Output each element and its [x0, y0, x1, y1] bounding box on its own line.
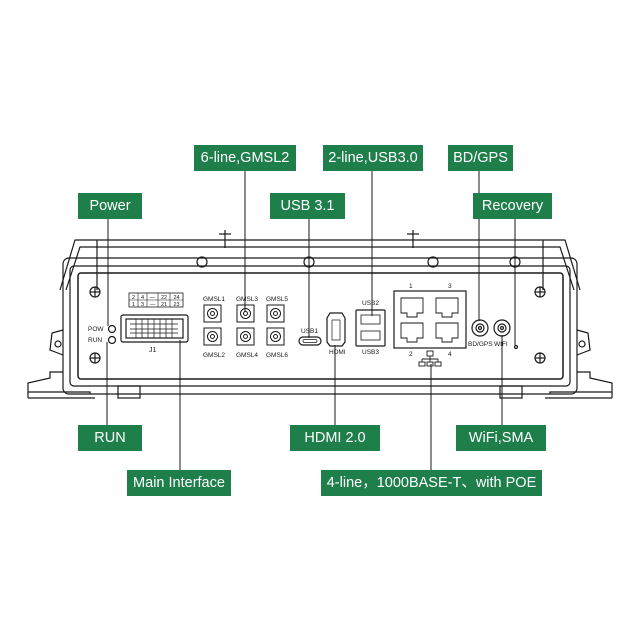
gmsl4-label: GMSL4 [236, 352, 258, 359]
callout-main-interface: Main Interface [127, 470, 231, 496]
hdmi-port [326, 312, 346, 347]
callout-bdgps: BD/GPS [448, 145, 513, 171]
callout-hdmi: HDMI 2.0 [290, 425, 380, 451]
eth-port-3-label: 3 [448, 283, 452, 290]
leader-lines [106, 166, 516, 470]
recovery-hole [513, 344, 519, 350]
callout-usb31: USB 3.1 [270, 193, 345, 219]
gmsl6-label: GMSL6 [266, 352, 288, 359]
eth-port-4-label: 4 [448, 351, 452, 358]
gmsl2-label: GMSL2 [203, 352, 225, 359]
usb1-label: USB1 [301, 328, 318, 335]
eth-port-1-label: 1 [409, 283, 413, 290]
callout-recovery: Recovery [473, 193, 552, 219]
pow-label: POW [88, 326, 104, 333]
pin-cell: 2 [132, 295, 135, 301]
bdgps-label: BD/GPS [468, 341, 493, 348]
callout-ethernet: 4-line，1000BASE-T、with POE [321, 470, 542, 496]
bdgps-sma-connector [471, 319, 489, 337]
chassis-outer [62, 257, 578, 395]
foot-left [27, 371, 91, 394]
pin-cell: 1 [132, 302, 135, 308]
gmsl1-label: GMSL1 [203, 296, 225, 303]
eth-port-2-label: 2 [409, 351, 413, 358]
wifi-sma-connector [493, 319, 511, 337]
pin-cell: 24 [173, 295, 179, 301]
ethernet-block [393, 290, 467, 349]
front-panel [77, 272, 564, 380]
run-led [107, 335, 117, 345]
callout-gmsl: 6-line,GMSL2 [194, 145, 296, 171]
wifi-label: WIFI [494, 341, 508, 348]
run-label: RUN [88, 337, 102, 344]
main-connector-j1 [120, 314, 189, 343]
pin-cell: 4 [141, 295, 144, 301]
callout-usb30: 2-line,USB3.0 [323, 145, 423, 171]
panel-screws [89, 286, 546, 364]
pow-led [107, 324, 117, 334]
usb2-label: USB2 [362, 300, 379, 307]
usb3-label: USB3 [362, 349, 379, 356]
gmsl-connectors [203, 304, 285, 346]
pin-cell: 21 [161, 302, 167, 308]
gmsl3-label: GMSL3 [236, 296, 258, 303]
j1-label: J1 [149, 347, 157, 354]
callout-run: RUN [78, 425, 142, 451]
gmsl5-label: GMSL5 [266, 296, 288, 303]
pin-table-labels: 2 4 — 22 24 1 3 — 21 23 [132, 295, 180, 308]
pin-cell: 22 [161, 295, 167, 301]
foot-right [549, 371, 613, 394]
network-icon [418, 350, 442, 367]
callout-power: Power [78, 193, 142, 219]
pin-cell: 23 [173, 302, 179, 308]
housing-top [59, 239, 581, 291]
pin-cell: 3 [141, 302, 144, 308]
hdmi-label: HDMI [329, 349, 346, 356]
pin-cell: — [150, 295, 156, 301]
usb-a-stack [355, 309, 386, 347]
callout-wifi: WiFi,SMA [456, 425, 546, 451]
usb-c-port [298, 336, 322, 346]
pin-cell: — [150, 302, 156, 308]
